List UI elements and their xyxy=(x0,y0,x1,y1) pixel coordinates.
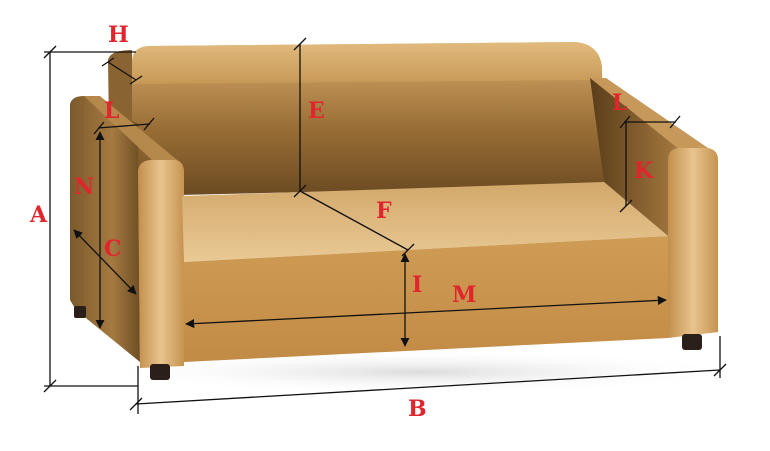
sofa-seat-top xyxy=(182,182,668,262)
sofa-leg-front-right xyxy=(682,334,702,350)
dim-line-c xyxy=(73,229,137,295)
label-h: H xyxy=(108,22,129,48)
label-m: M xyxy=(452,282,476,308)
sofa-left-arm-front xyxy=(138,160,184,368)
sofa-left-arm-top xyxy=(84,96,182,164)
label-i: I xyxy=(412,272,422,298)
dim-tick-k xyxy=(619,199,633,213)
label-b: B xyxy=(408,396,427,422)
sofa-left-arm-outer xyxy=(70,96,140,362)
sofa-leg-front-left xyxy=(150,364,170,380)
dim-tick-a-top xyxy=(43,45,57,59)
dim-line-l-left xyxy=(97,123,151,129)
dim-line-b xyxy=(135,369,721,405)
dim-tick-l-left-b xyxy=(143,117,155,131)
label-l-right: L xyxy=(612,90,627,116)
dim-line-m xyxy=(185,295,667,329)
dim-tick-b-right xyxy=(713,363,727,377)
label-n: N xyxy=(74,174,94,200)
dim-tick-e-top xyxy=(293,37,307,51)
dim-tick-a-bottom xyxy=(43,379,57,393)
sofa-right-arm-front xyxy=(668,148,718,338)
label-k: K xyxy=(634,158,654,184)
sofa-right-arm-top xyxy=(590,78,708,150)
dim-tick-b-left xyxy=(129,397,143,411)
dim-tick-l-right-a xyxy=(619,115,631,129)
dim-tick-h-right xyxy=(129,75,143,85)
dimension-lines xyxy=(43,37,727,414)
label-a: A xyxy=(29,202,48,228)
dim-line-f xyxy=(299,190,409,251)
dim-tick-l-right-b xyxy=(669,115,681,129)
sofa-right-arm-inner xyxy=(590,78,680,236)
dim-line-h xyxy=(107,61,137,81)
sofa-backrest-top xyxy=(132,42,602,84)
floor-shadow xyxy=(90,350,750,394)
label-f: F xyxy=(376,198,392,224)
dim-tick-h-left xyxy=(101,57,115,67)
label-l-left: L xyxy=(104,98,119,124)
sofa-leg-back-left xyxy=(74,306,86,318)
label-c: C xyxy=(104,236,122,262)
label-e: E xyxy=(308,98,325,124)
